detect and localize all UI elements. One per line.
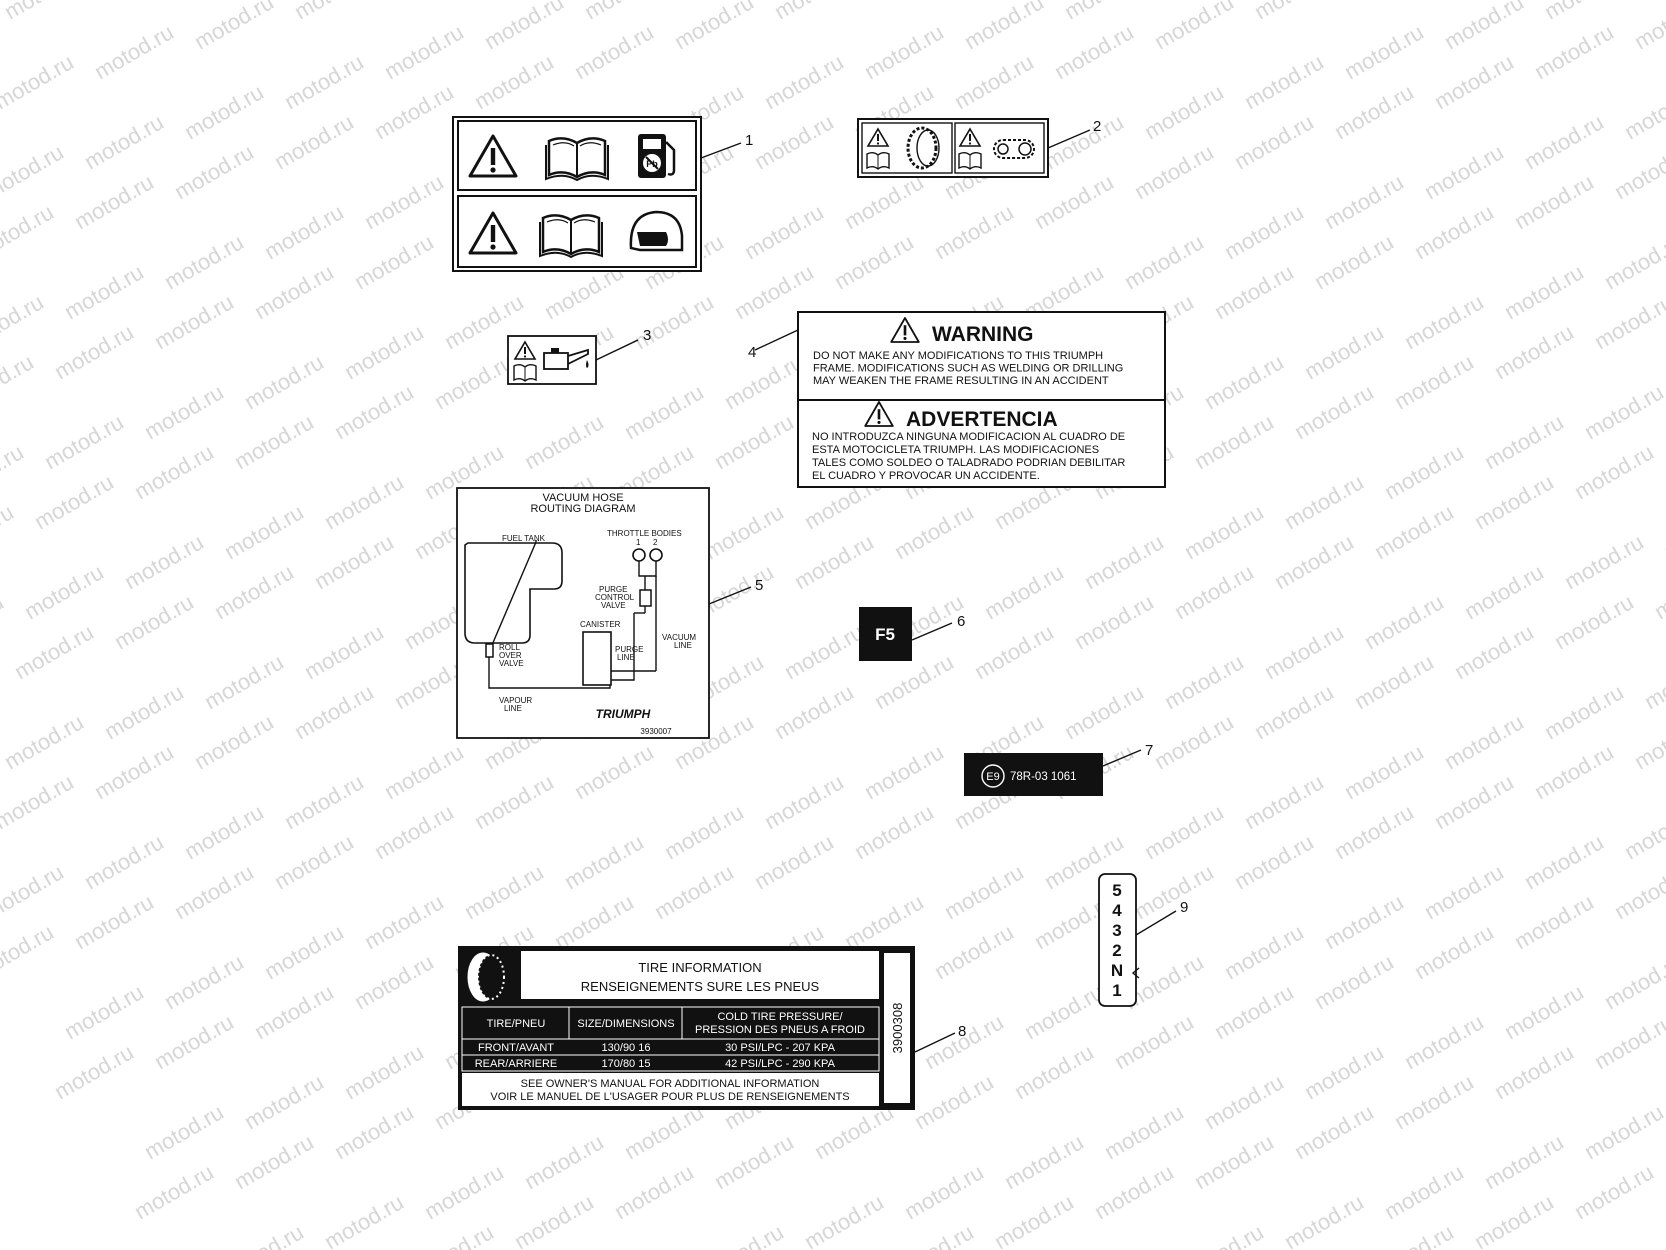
purge-control-valve-shape [639,589,652,607]
oil-can-icon [543,348,589,370]
tire-footer-fr: VOIR LE MANUEL DE L'USAGER POUR PLUS DE … [490,1091,849,1103]
canister-label: CANISTER [580,620,621,629]
roll-over-valve-shape [485,643,494,658]
fuse-label: F5 [875,625,895,644]
vacuum-title-2: ROUTING DIAGRAM [530,503,635,515]
purge-line-label-2: LINE [617,653,635,662]
tire-table-rows: FRONT/AVANT 130/90 16 30 PSI/LPC - 207 KPA… [475,1042,836,1070]
callout-number: 2 [1093,118,1101,135]
tire-table-cell: 130/90 16 [602,1042,651,1054]
vapour-line-label-1: VAPOUR [499,696,532,705]
tire-header-pressure: COLD TIRE PRESSURE/ [717,1011,843,1023]
owners-manual-icon [866,152,890,170]
decal-4-frame-warning: WARNING DO NOT MAKE ANY MODIFICATIONS TO… [797,311,1166,488]
callout-number: 5 [755,577,763,594]
owners-manual-icon [513,364,537,382]
advertencia-line: EL CUADRO Y PROVOCAR UN ACCIDENTE. [812,470,1040,482]
decal-7-approval-mark: E9 78R-03 1061 [964,753,1103,796]
advertencia-body: NO INTRODUZCA NINGUNA MODIFICACION AL CU… [812,431,1125,482]
helmet-icon [629,210,684,252]
gear-label: 5 [1112,881,1121,900]
tire-title-fr: RENSEIGNEMENTS SURE LES PNEUS [581,979,820,994]
gear-label: N [1111,961,1123,980]
tire-header-pressure-fr: PRESSION DES PNEUS A FROID [695,1024,865,1036]
callout-number: 9 [1180,899,1188,916]
roll-over-label-3: VALVE [499,659,524,668]
tyre-tread-icon [906,126,940,170]
warning-line: DO NOT MAKE ANY MODIFICATIONS TO THIS TR… [813,350,1103,362]
purge-valve-label-2: CONTROL [595,593,635,602]
purge-valve-label-3: VALVE [601,601,626,610]
throttle-body-1-label: 1 [636,538,641,547]
triumph-logo: TRIUMPH [596,707,651,721]
warning-title: WARNING [932,323,1034,346]
callout-number: 8 [958,1023,966,1040]
warning-line: MAY WEAKEN THE FRAME RESULTING IN AN ACC… [813,375,1109,387]
tire-table-cell: REAR/ARRIERE [475,1058,558,1070]
tire-header-size: SIZE/DIMENSIONS [577,1018,674,1030]
throttle-body-2-shape [649,548,663,562]
gear-label: 4 [1112,901,1122,920]
tire-footer: SEE OWNER'S MANUAL FOR ADDITIONAL INFORM… [521,1078,820,1090]
purge-valve-label-1: PURGE [599,585,627,594]
tire-part-number: 3900308 [890,1003,905,1054]
approval-number: 78R-03 1061 [1010,771,1077,783]
tire-table-cell: 170/80 15 [602,1058,651,1070]
decal-6-fuse-f5: F5 [859,607,912,661]
advertencia-line: ESTA MOTOCICLETA TRIUMPH. LAS MODIFICACI… [812,444,1099,456]
callout-number: 3 [643,327,651,344]
fuel-tank-label: FUEL TANK [502,534,546,543]
vacuum-line-label-2: LINE [674,641,692,650]
advertencia-line: TALES COMO SOLDEO O TALADRADO PODRIAN DE… [812,457,1125,469]
tire-table-cell: FRONT/AVANT [478,1042,554,1054]
approval-mark: E9 [986,771,999,783]
tire-title: TIRE INFORMATION [638,960,761,975]
decal-2-chain-symbols [857,118,1049,178]
owners-manual-icon [544,137,610,182]
tire-table-cell: 42 PSI/LPC - 290 KPA [725,1058,836,1070]
decal-3-oil-symbols [507,335,597,385]
vacuum-line-label-1: VACUUM [662,633,696,642]
drive-chain-icon [993,139,1035,159]
advertencia-line: NO INTRODUZCA NINGUNA MODIFICACION AL CU… [812,431,1125,443]
decal-8-tire-information: TIRE INFORMATION RENSEIGNEMENTS SURE LES… [458,946,915,1110]
vapour-line-label-2: LINE [504,704,522,713]
throttle-bodies-label: THROTTLE BODIES [607,529,682,538]
callout-number: 6 [957,613,965,630]
roll-over-label-1: ROLL [499,643,520,652]
neutral-pointer-icon [1131,967,1140,979]
advertencia-title: ADVERTENCIA [906,408,1058,431]
decal-5-vacuum-hose-routing: VACUUM HOSE ROUTING DIAGRAM FUEL TANK RO… [456,487,710,739]
decal-1-warning-symbols: Pb [452,116,702,272]
vacuum-part-number: 3930007 [640,727,672,736]
gear-label: 1 [1112,981,1121,1000]
tyre-icon [467,952,505,1002]
tire-header-tire: TIRE/PNEU [487,1018,546,1030]
leader-lines [595,129,1177,1053]
owners-manual-icon [538,214,604,259]
owners-manual-icon [958,152,982,170]
tire-table-cell: 30 PSI/LPC - 207 KPA [725,1042,836,1054]
unleaded-fuel-pump-icon: Pb [638,134,676,178]
approval-circle-icon [981,764,1005,788]
gear-label: 2 [1112,941,1121,960]
callout-number: 1 [745,132,753,149]
warning-body: DO NOT MAKE ANY MODIFICATIONS TO THIS TR… [813,350,1123,387]
callout-number: 7 [1145,742,1153,759]
vacuum-title-1: VACUUM HOSE [542,492,623,504]
purge-line-label-1: PURGE [615,645,643,654]
throttle-body-1-shape [632,548,646,562]
gear-label: 3 [1112,921,1121,940]
warning-line: FRAME. MODIFICATIONS SUCH AS WELDING OR … [813,363,1123,375]
svg-text:Pb: Pb [646,159,658,169]
throttle-body-2-label: 2 [653,538,658,547]
roll-over-label-2: OVER [499,651,522,660]
callout-number: 4 [748,344,756,361]
canister-shape [582,631,612,686]
